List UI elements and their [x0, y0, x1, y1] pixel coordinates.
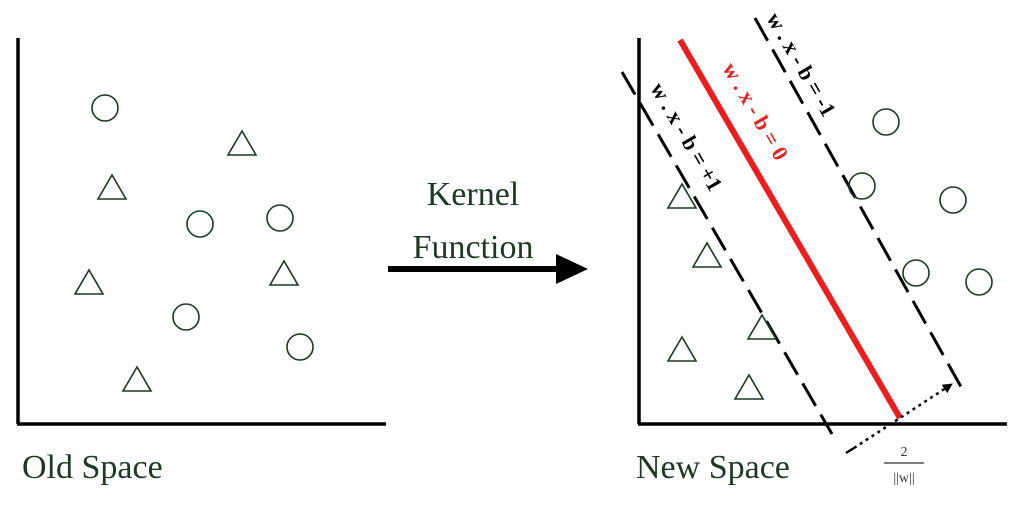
margin-width-denominator: ||w||: [893, 471, 914, 486]
boundary-equation: w . x - b = 0: [718, 58, 794, 164]
new-space-circle-point: [848, 172, 876, 200]
old-space-circle-point: [172, 303, 200, 331]
margin-line-minus: [753, 17, 967, 395]
margin-width-arrow: [853, 382, 953, 450]
margin-width-numerator: 2: [901, 445, 908, 460]
new-space-triangle-point: [746, 313, 778, 340]
new-space-triangle-point: [733, 373, 765, 400]
old-space-circles: [91, 94, 314, 361]
old-space-triangle-point: [96, 173, 128, 200]
old-space-triangle-point: [268, 259, 300, 286]
new-space-circles: [848, 108, 993, 296]
old-space-label: Old Space: [22, 449, 163, 486]
old-space-circle-point: [266, 204, 294, 232]
old-space-triangles: [73, 129, 300, 392]
old-space-triangle-point: [121, 365, 153, 392]
new-space-circle-point: [902, 259, 930, 287]
old-space-axes: [16, 38, 386, 426]
new-space-triangle-point: [666, 182, 698, 209]
new-space-circle-point: [872, 108, 900, 136]
new-space-triangles: [666, 182, 778, 400]
new-space-triangle-point: [691, 241, 723, 268]
margin-line-plus: [620, 71, 834, 435]
old-space-triangle-point: [73, 268, 105, 295]
kernel-arrow-head: [556, 254, 588, 284]
old-space-circle-point: [286, 333, 314, 361]
new-space-circle-point: [939, 186, 967, 214]
margin-width-arrow-tail: [845, 446, 855, 455]
old-space-circle-point: [91, 94, 119, 122]
kernel-label-line1: Kernel: [427, 176, 520, 213]
new-space-circle-point: [965, 268, 993, 296]
new-space-label: New Space: [636, 449, 790, 486]
decision-boundary: [677, 38, 903, 420]
kernel-label-line2: Function: [413, 229, 534, 266]
new-space-triangle-point: [666, 335, 698, 362]
new-space-axes: [637, 38, 1007, 426]
old-space-circle-point: [186, 210, 214, 238]
old-space-triangle-point: [226, 129, 258, 156]
